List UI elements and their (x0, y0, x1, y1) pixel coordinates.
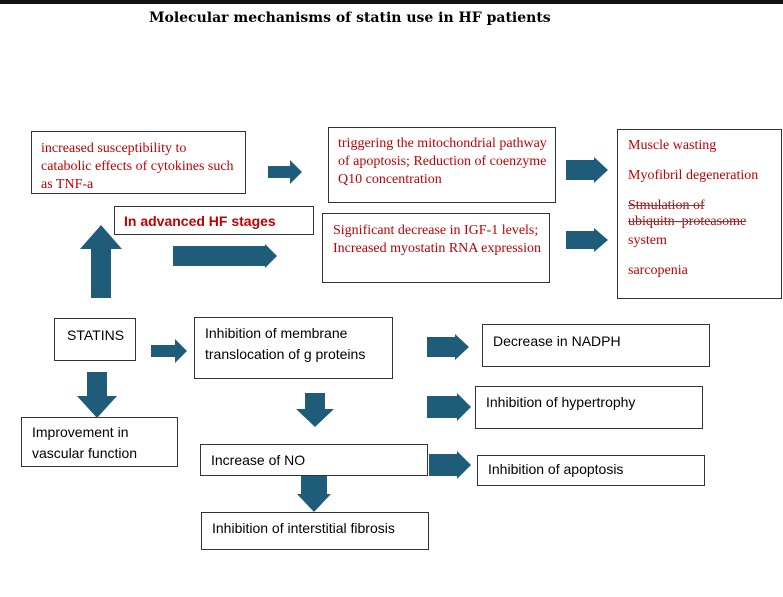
nadph-text: Decrease in NADPH (493, 333, 621, 349)
arrow-right-icon (429, 451, 471, 479)
muscle-wasting-text: Muscle wasting (628, 138, 717, 153)
arrow-right-icon (151, 339, 187, 363)
nadph-box: Decrease in NADPH (482, 324, 710, 367)
apoptosis-box: Inhibition of apoptosis (477, 455, 705, 486)
apoptosis-text: Inhibition of apoptosis (488, 461, 624, 477)
advanced-hf-box: In advanced HF stages (114, 206, 314, 235)
stimulation-line2-text: ubiquitn–proteasome (628, 214, 747, 229)
diagram-title: Molecular mechanisms of statin use in HF… (149, 10, 551, 26)
g-proteins-text: Inhibition of membrane translocation of … (205, 325, 366, 362)
no-box: Increase of NO (200, 444, 428, 476)
g-proteins-box: Inhibition of membrane translocation of … (194, 317, 393, 379)
hypertrophy-box: Inhibition of hypertrophy (475, 386, 703, 429)
sarcopenia-text: sarcopenia (628, 263, 688, 278)
statins-text: STATINS (67, 327, 125, 343)
arrow-right-icon (268, 160, 302, 184)
arrow-right-icon (566, 157, 608, 183)
arrow-right-icon (173, 244, 277, 268)
vascular-text: Improvement in vascular function (32, 424, 138, 461)
arrow-down-icon (297, 476, 331, 512)
vascular-box: Improvement in vascular function (21, 417, 178, 467)
arrow-down-icon (77, 372, 117, 418)
top-border-line (0, 0, 783, 4)
cytokines-box: increased susceptibility to catabolic ef… (31, 131, 246, 194)
arrow-right-icon (427, 334, 469, 360)
fibrosis-text: Inhibition of interstitial fibrosis (212, 520, 395, 536)
igf1-box: Significant decrease in IGF-1 levels; In… (322, 213, 550, 283)
arrow-right-icon (566, 228, 608, 252)
stimulation-line1-text: Stmulation of (628, 198, 705, 213)
no-text: Increase of NO (211, 452, 306, 468)
arrow-up-icon (80, 225, 122, 298)
cytokines-text: increased susceptibility to catabolic ef… (41, 141, 234, 192)
mitochondrial-box: triggering the mitochondrial pathway of … (328, 127, 556, 203)
igf1-text: Significant decrease in IGF-1 levels; In… (333, 223, 542, 256)
mitochondrial-text: triggering the mitochondrial pathway of … (338, 136, 547, 187)
muscle-effects-box: Muscle wasting Myofibril degeneration St… (617, 129, 782, 299)
fibrosis-box: Inhibition of interstitial fibrosis (201, 512, 429, 550)
arrow-down-icon (296, 393, 334, 427)
statins-box: STATINS (54, 318, 136, 361)
stimulation-line3-text: system (628, 233, 667, 248)
advanced-hf-text: In advanced HF stages (124, 213, 276, 229)
hypertrophy-text: Inhibition of hypertrophy (486, 394, 636, 410)
myofibril-text: Myofibril degeneration (628, 168, 759, 183)
arrow-right-icon (427, 393, 471, 421)
